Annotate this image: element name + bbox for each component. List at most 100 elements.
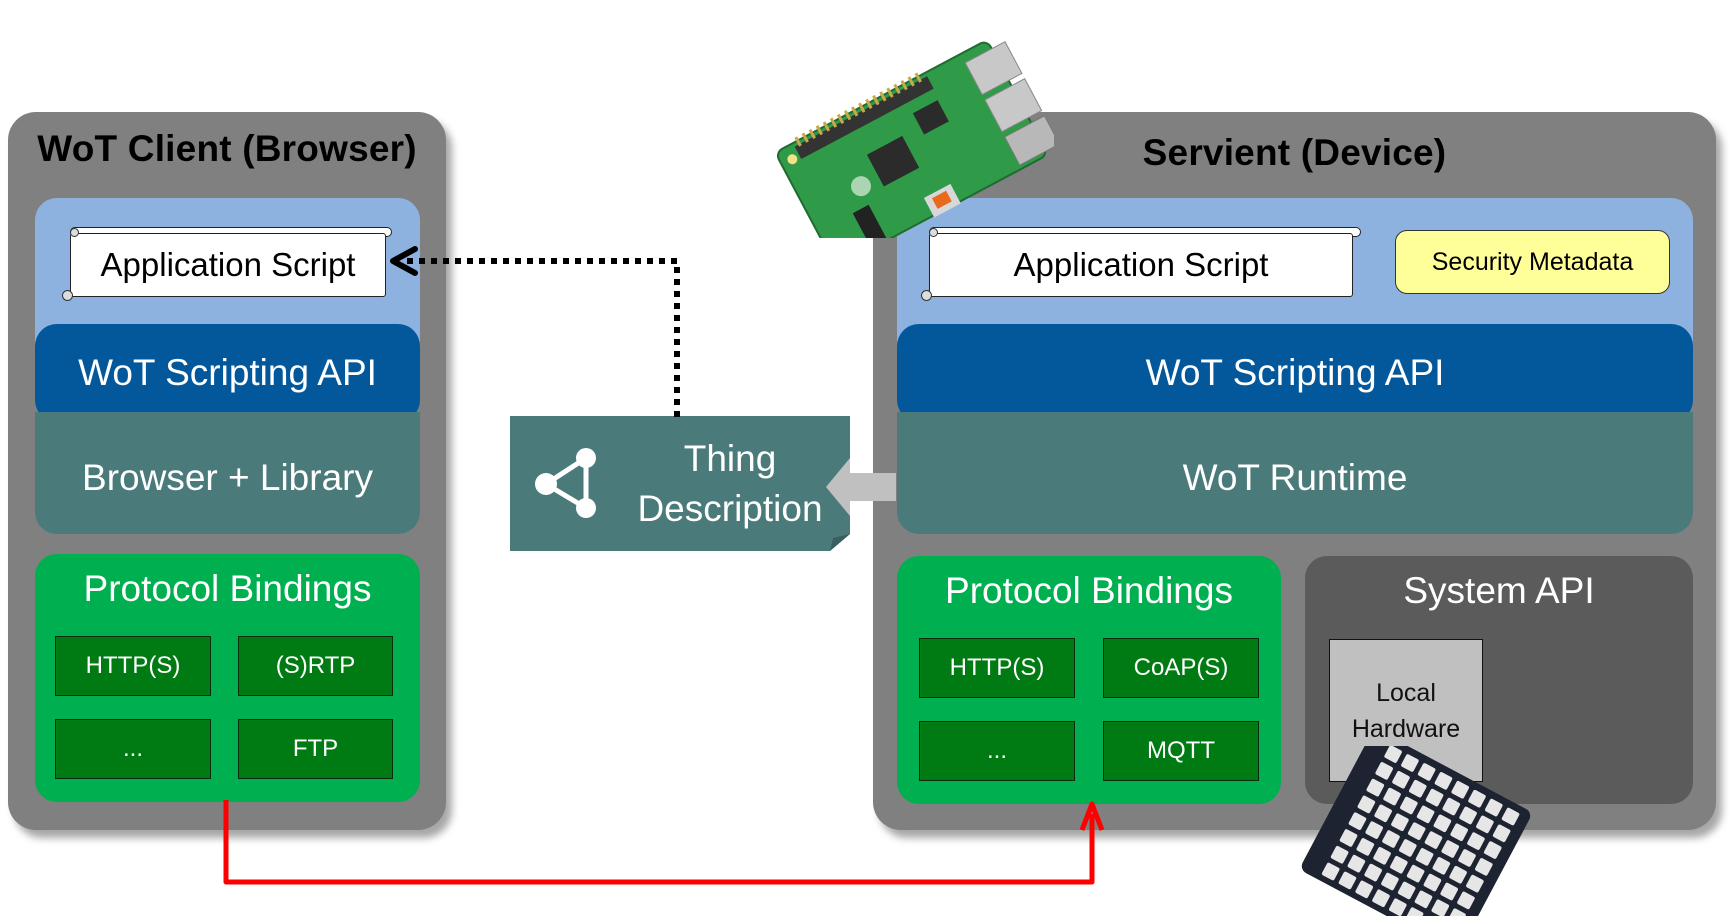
servient-protocol-bindings: Protocol Bindings HTTP(S) CoAP(S) ... MQ…: [897, 556, 1281, 804]
security-metadata-label: Security Metadata: [1431, 247, 1634, 276]
led-pixel: [1468, 789, 1486, 808]
led-pixel: [1330, 845, 1349, 864]
servient-application-script-label: Application Script: [1013, 246, 1269, 283]
led-pixel: [1459, 806, 1477, 825]
led-pixel: [1365, 821, 1383, 839]
led-pixel: [1339, 829, 1358, 847]
led-pixel: [1401, 754, 1419, 772]
led-pixel: [1374, 804, 1392, 823]
led-pixel: [1433, 814, 1452, 833]
protocol-box-more[interactable]: ...: [55, 719, 211, 779]
system-api: System API Local Hardware: [1305, 556, 1693, 804]
led-pixel: [1347, 854, 1366, 873]
local-hardware-line1: Local: [1376, 678, 1436, 707]
led-pixel: [1390, 855, 1408, 874]
led-pixel: [1406, 864, 1425, 883]
led-pixel: [1449, 865, 1467, 884]
led-pixel: [1492, 824, 1511, 843]
protocol-box-mqtt[interactable]: MQTT: [1103, 721, 1259, 781]
led-pixel: [1397, 881, 1416, 900]
wot-client-panel: WoT Client (Browser) Application Script …: [8, 112, 446, 830]
led-pixel: [1431, 899, 1450, 916]
client-application-script[interactable]: Application Script: [70, 233, 386, 297]
led-pixel: [1389, 898, 1407, 916]
protocol-label: FTP: [292, 735, 339, 762]
protocol-label: ...: [122, 735, 143, 762]
servient-application-script[interactable]: Application Script: [929, 233, 1353, 297]
thing-description-label: Thing Description: [610, 434, 850, 534]
led-pixel: [1405, 907, 1424, 916]
led-pixel: [1366, 778, 1385, 797]
led-pixel: [1383, 787, 1401, 806]
led-pixel: [1321, 862, 1340, 881]
protocol-label: CoAP(S): [1133, 654, 1229, 681]
network-connection-arrow: [223, 800, 1105, 885]
led-pixel: [1432, 857, 1451, 875]
thing-description[interactable]: Thing Description: [510, 416, 850, 551]
led-pixel: [1424, 831, 1443, 849]
servient-runtime-label: WoT Runtime: [1182, 457, 1408, 498]
scroll-curl-icon: [70, 228, 79, 237]
led-pixel: [1485, 798, 1503, 817]
led-pixel: [1356, 838, 1375, 856]
thing-description-shape: [510, 416, 850, 551]
led-pixel: [1348, 812, 1367, 830]
led-pixel: [1458, 849, 1476, 867]
thing-description-line1: Thing: [683, 438, 777, 479]
client-runtime: Browser + Library: [35, 412, 420, 534]
protocol-label: HTTP(S): [949, 654, 1045, 681]
protocol-box-http[interactable]: HTTP(S): [55, 636, 211, 696]
protocol-label: HTTP(S): [85, 652, 181, 679]
led-pixel: [1501, 807, 1520, 826]
led-pixel: [1483, 841, 1502, 859]
led-pixel: [1466, 874, 1484, 893]
led-pixel: [1414, 890, 1433, 909]
td-expose-arrow: [826, 458, 896, 516]
led-pixel: [1382, 830, 1400, 848]
led-pixel: [1423, 873, 1442, 892]
led-pixel: [1457, 891, 1475, 910]
client-protocol-bindings-title: Protocol Bindings: [83, 568, 372, 609]
led-pixel: [1399, 839, 1417, 857]
led-pixel: [1441, 840, 1460, 858]
security-metadata[interactable]: Security Metadata: [1395, 230, 1670, 294]
servient-panel: Servient (Device) Application Script Sec…: [873, 112, 1716, 830]
client-scripting-api-label: WoT Scripting API: [78, 352, 377, 393]
led-pixel: [1442, 797, 1461, 816]
protocol-box-http[interactable]: HTTP(S): [919, 638, 1075, 698]
servient-protocol-bindings-title: Protocol Bindings: [945, 570, 1233, 611]
client-runtime-label: Browser + Library: [82, 457, 373, 498]
led-pixel: [1408, 779, 1427, 798]
protocol-box-coap[interactable]: CoAP(S): [1103, 638, 1259, 698]
protocol-box-srtp[interactable]: (S)RTP: [238, 636, 393, 696]
td-consume-arrow: [390, 246, 680, 417]
raspberry-pi-board-image: [776, 40, 1054, 238]
client-scripting-api: WoT Scripting API: [35, 324, 420, 422]
led-pixel: [1392, 771, 1410, 789]
protocol-box-more[interactable]: ...: [919, 721, 1075, 781]
share-graph-icon: [535, 448, 596, 518]
led-pixel: [1372, 889, 1390, 908]
scroll-curl-icon: [921, 290, 932, 301]
unicorn-hat-led-matrix-image: [1301, 746, 1531, 916]
led-pixel: [1440, 882, 1458, 901]
led-pixel: [1407, 822, 1426, 840]
local-hardware[interactable]: Local Hardware: [1329, 639, 1483, 782]
led-pixel: [1417, 763, 1436, 781]
client-application-script-label: Application Script: [100, 246, 356, 283]
led-pixel: [1475, 858, 1493, 876]
scroll-curl-icon: [929, 228, 938, 237]
protocol-label: ...: [986, 737, 1007, 764]
led-pixel: [1357, 795, 1376, 814]
system-api-title: System API: [1403, 570, 1595, 611]
led-pixel: [1451, 781, 1469, 799]
protocol-box-ftp[interactable]: FTP: [238, 719, 393, 779]
servient-runtime: WoT Runtime: [897, 412, 1693, 534]
led-pixel: [1450, 823, 1468, 842]
led-pixel: [1375, 762, 1393, 780]
led-pixel: [1425, 788, 1444, 807]
led-pixel: [1476, 815, 1494, 834]
servient-scripting-api: WoT Scripting API: [897, 324, 1693, 422]
led-pixel: [1415, 848, 1434, 866]
led-pixel: [1381, 872, 1399, 891]
